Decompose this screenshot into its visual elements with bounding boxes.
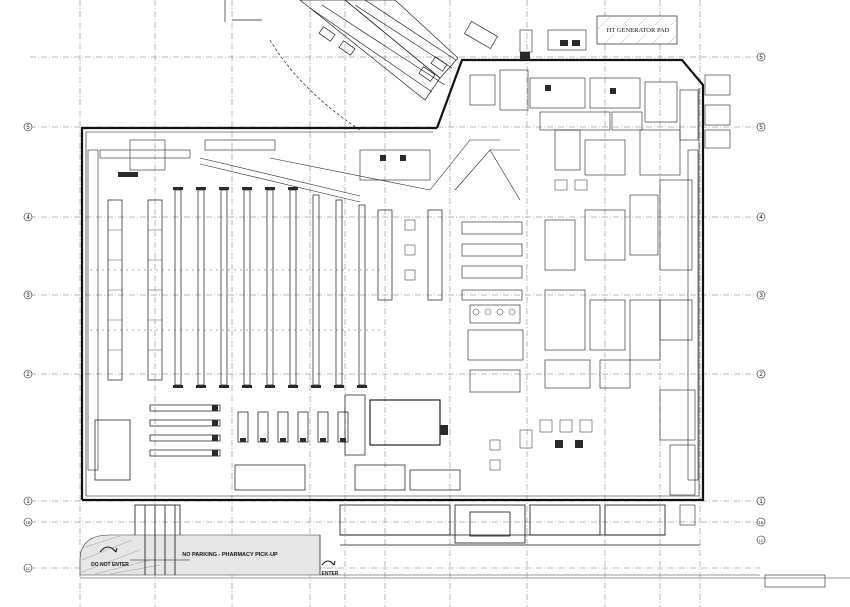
grid-bubble: 1 xyxy=(756,496,766,506)
grid-bubble: 1 xyxy=(23,496,33,506)
produce-islands xyxy=(461,209,693,393)
grid-bubble: 2 xyxy=(756,369,766,379)
svg-text:1B: 1B xyxy=(26,520,31,525)
back-of-house-rooms xyxy=(129,29,699,271)
svg-text:5: 5 xyxy=(26,125,30,131)
right-exterior xyxy=(659,74,826,588)
do-not-enter-label: DO NOT ENTER xyxy=(91,562,129,568)
grid-lines-horizontal xyxy=(30,56,760,569)
svg-text:1: 1 xyxy=(759,499,763,505)
aisle-shelf-ticks xyxy=(90,229,380,351)
checkout-lanes xyxy=(94,394,461,491)
grid-bubble: 5 xyxy=(23,122,33,132)
svg-text:1B: 1B xyxy=(759,520,764,525)
grid-bubble: 1C xyxy=(756,535,766,545)
loading-dock-area xyxy=(224,0,498,131)
grid-bubble: 3 xyxy=(756,290,766,300)
svg-text:1C: 1C xyxy=(758,538,763,543)
svg-text:5: 5 xyxy=(759,55,763,61)
grid-bubble: 5 xyxy=(756,52,766,62)
grid-bubble: 1C xyxy=(23,563,33,573)
grid-bubble: 2 xyxy=(23,369,33,379)
svg-text:5: 5 xyxy=(759,125,763,131)
grid-bubble: 1B xyxy=(23,517,33,527)
grid-lines-vertical xyxy=(79,0,701,607)
svg-text:4: 4 xyxy=(759,215,763,221)
display-tables xyxy=(404,179,593,471)
svg-text:3: 3 xyxy=(26,293,30,299)
perimeter-cases xyxy=(87,149,699,481)
grid-bubble: 4 xyxy=(23,212,33,222)
svg-text:2: 2 xyxy=(759,372,763,378)
grid-bubbles-left: 5 4 3 2 1 1B 1C xyxy=(23,122,33,573)
svg-text:1: 1 xyxy=(26,499,30,505)
svg-text:4: 4 xyxy=(26,215,30,221)
generator-pad-label: HT GENERATOR PAD xyxy=(607,27,670,34)
grid-bubble: 3 xyxy=(23,290,33,300)
grid-bubbles-right: 5 5 4 3 2 1 1B 1C xyxy=(756,52,766,545)
building-exterior-walls xyxy=(80,58,705,502)
no-parking-label: NO PARKING - PHARMACY PICK-UP xyxy=(182,552,278,558)
drive-thru-lane: NO PARKING - PHARMACY PICK-UP DO NOT ENT… xyxy=(79,534,850,579)
grid-bubble: 4 xyxy=(756,212,766,222)
diagonal-mezzanine xyxy=(199,139,521,203)
svg-text:1C: 1C xyxy=(25,566,30,571)
grid-bubble: 5 xyxy=(756,122,766,132)
checkout-registers xyxy=(212,405,346,456)
pharmacy-canopy xyxy=(130,505,190,575)
interior-details xyxy=(118,40,616,448)
grocery-aisles xyxy=(107,189,443,386)
generator-pad: HT GENERATOR PAD xyxy=(596,15,678,45)
svg-text:3: 3 xyxy=(759,293,763,299)
aisle-end-caps xyxy=(173,187,367,388)
enter-label: ENTER xyxy=(322,571,339,577)
storefront-vestibules xyxy=(134,504,700,556)
grid-bubble: 1B xyxy=(756,517,766,527)
svg-text:2: 2 xyxy=(26,372,30,378)
